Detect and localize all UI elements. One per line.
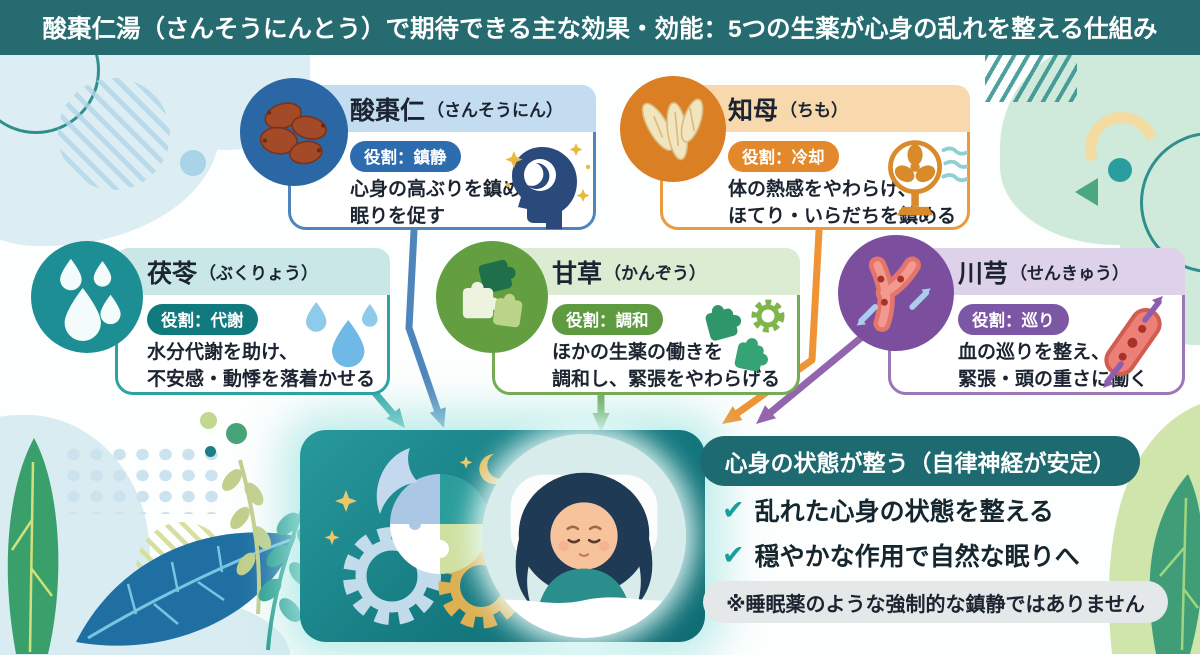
result-point-row: ✔ 乱れた心身の状態を整える (722, 492, 1080, 528)
blood-vessel-icon (838, 235, 954, 351)
result-point: 乱れた心身の状態を整える (754, 498, 1054, 526)
herb-reading: （せんきゅう） (1010, 264, 1130, 283)
arrow-sansonin (405, 227, 443, 419)
leaf-decoration (7, 438, 59, 654)
herb-name: 茯苓 (147, 259, 198, 288)
herb-card-sansonin: 酸棗仁 （さんそうにん） 役割：鎮静 心身の高ぶりを鎮め、 眠りを促す (240, 78, 596, 230)
water-drops-small-icon (304, 298, 384, 382)
sleeping-woman-illustration (482, 434, 686, 638)
desc-line: 心身の高ぶりを鎮め、 (350, 179, 541, 200)
note-text: ※睡眠薬のような強制的な鎮静ではありません (726, 593, 1145, 616)
herb-card-kanzo: 甘草 （かんぞう） 役割：調和 ほかの生薬の働きを 調和し、緊張をやわらげる (436, 241, 800, 395)
result-point-row: ✔ 穏やかな作用で自然な眠りへ (722, 537, 1080, 573)
stripe-decoration (985, 54, 1077, 102)
herb-body: 役割：調和 ほかの生薬の働きを 調和し、緊張をやわらげる (492, 295, 800, 395)
jujube-seeds-icon (240, 78, 348, 186)
dot-decoration (200, 412, 217, 429)
blood-flow-icon (1085, 294, 1181, 390)
desc-line: ほかの生薬の働きを (552, 342, 724, 363)
role-badge: 役割：代謝 (147, 304, 258, 335)
result-checklist: ✔ 乱れた心身の状態を整える ✔ 穏やかな作用で自然な眠りへ (722, 492, 1080, 582)
role-badge: 役割：巡り (958, 304, 1069, 335)
fan-icon (864, 135, 972, 227)
check-icon: ✔ (722, 539, 745, 570)
sleeping-brain-icon (500, 137, 592, 229)
dot-decoration (180, 150, 206, 176)
desc-line: 不安感・動悸を落着かせる (147, 368, 376, 390)
desc-line: ほてり・いらだちを鎮める (728, 205, 957, 227)
striped-circle-decoration (58, 78, 170, 190)
herb-name: 知母 (728, 96, 779, 125)
herb-description: ほかの生薬の働きを 調和し、緊張をやわらげる (552, 340, 800, 394)
title-banner: 酸棗仁湯（さんそうにんとう）で期待できる主な効果・効能：5つの生薬が心身の乱れを… (0, 0, 1200, 55)
result-point: 穏やかな作用で自然な眠りへ (754, 543, 1080, 571)
result-banner: 心身の状態が整う（自律神経が安定） (700, 436, 1140, 486)
herb-description: 水分代謝を助け、 不安感・動悸を落着かせる (147, 340, 390, 394)
herb-body: 役割：代謝 水分代謝を助け、 不安感・動悸を落着かせる (115, 295, 390, 395)
herb-name: 川芎 (958, 259, 1009, 288)
herb-body: 役割：巡り 血の巡りを整え、 緊張・頭の重さに働く (888, 295, 1185, 395)
desc-line: 緊張・頭の重さに働く (958, 368, 1149, 390)
herb-reading: （ぶくりょう） (199, 264, 319, 283)
herb-name: 酸棗仁 (350, 96, 426, 125)
herb-reading: （さんそうにん） (427, 101, 564, 120)
desc-line: 体の熱感をやわらげ、 (728, 179, 917, 200)
herb-name: 甘草 (552, 259, 603, 288)
dot-grid-decoration (62, 444, 220, 514)
puzzle-gear-icon (694, 296, 794, 382)
herb-body: 役割：鎮静 心身の高ぶりを鎮め、 眠りを促す (288, 132, 596, 230)
result-headline: 心身の状態が整う（自律神経が安定） (724, 450, 1116, 476)
puzzle-pieces-icon (436, 241, 548, 353)
dot-decoration (226, 423, 247, 444)
herb-reading: （かんぞう） (604, 264, 707, 283)
water-drops-icon (31, 241, 143, 353)
herb-card-senkyu: 川芎 （せんきゅう） 役割：巡り 血の巡りを整え、 緊張・頭の重さに働く (838, 235, 1185, 395)
desc-line: 血の巡りを整え、 (958, 342, 1111, 363)
herb-header: 茯苓 （ぶくりょう） (115, 248, 390, 295)
page-title: 酸棗仁湯（さんそうにんとう）で期待できる主な効果・効能：5つの生薬が心身の乱れを… (42, 16, 1158, 43)
herb-description: 心身の高ぶりを鎮め、 眠りを促す (350, 177, 596, 231)
triangle-decoration (1075, 178, 1098, 206)
dot-decoration (205, 446, 216, 457)
role-badge: 役割：冷却 (728, 141, 839, 172)
herb-description: 体の熱感をやわらげ、 ほてり・いらだちを鎮める (728, 177, 970, 231)
herb-card-bukuryo: 茯苓 （ぶくりょう） 役割：代謝 水分代謝を助け、 不安感・動悸を落着かせる (31, 241, 390, 395)
desc-line: 調和し、緊張をやわらげる (552, 368, 781, 390)
root-slices-icon (620, 76, 726, 182)
note-pill: ※睡眠薬のような強制的な鎮静ではありません (703, 581, 1168, 623)
check-icon: ✔ (722, 494, 745, 525)
herb-reading: （ちも） (780, 101, 849, 120)
desc-line: 水分代謝を助け、 (147, 342, 299, 363)
role-badge: 役割：鎮静 (350, 141, 461, 172)
dot-decoration (1108, 158, 1132, 182)
herb-description: 血の巡りを整え、 緊張・頭の重さに働く (958, 340, 1185, 394)
herb-body: 役割：冷却 体の熱感をやわらげ、 ほてり・いらだちを鎮める (660, 132, 970, 230)
desc-line: 眠りを促す (350, 205, 446, 227)
role-badge: 役割：調和 (552, 304, 663, 335)
herb-card-chimo: 知母 （ちも） 役割：冷却 体の熱感をやわらげ、 ほてり・いらだちを鎮める (620, 76, 972, 230)
